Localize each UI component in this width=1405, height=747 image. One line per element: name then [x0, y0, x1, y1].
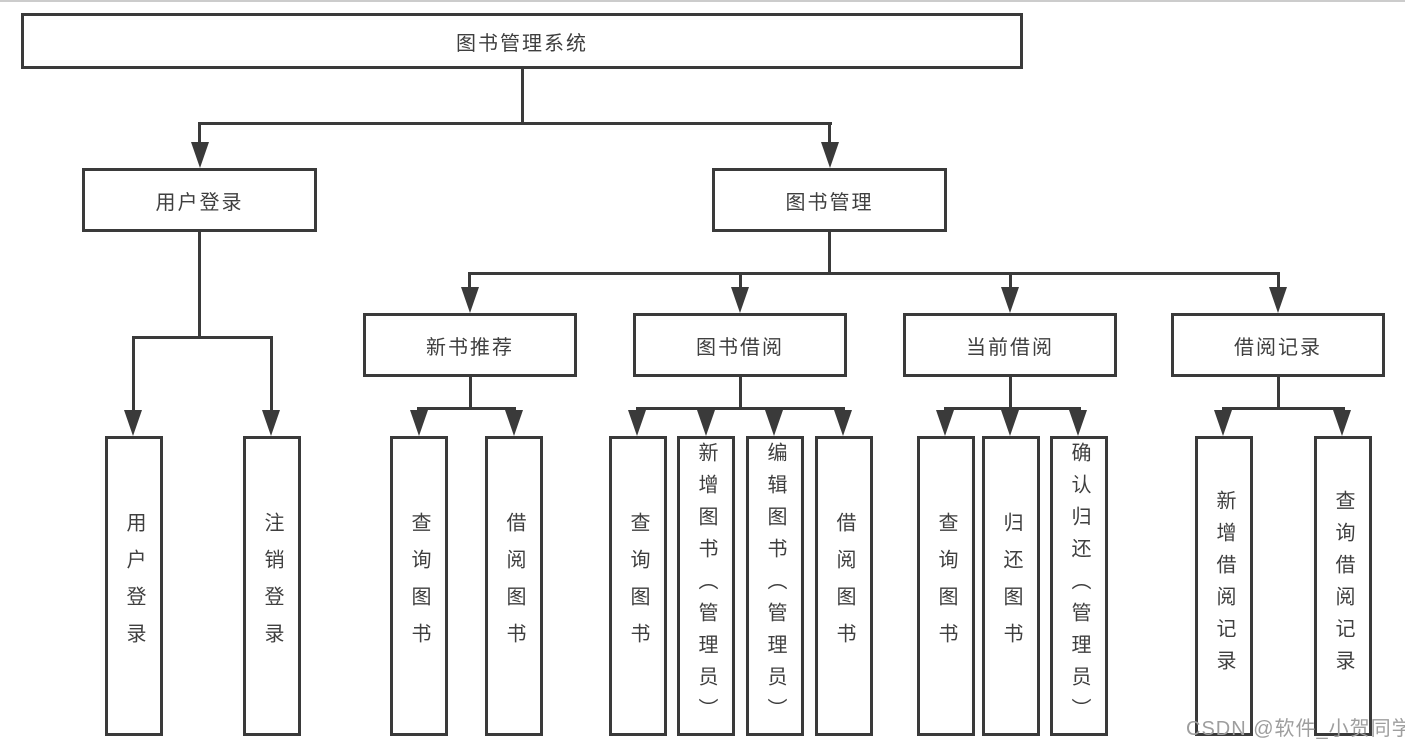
arrow-down-icon: [1001, 410, 1019, 436]
arrow-down-icon: [731, 287, 749, 313]
node-book-borrowing: 图书借阅: [633, 313, 847, 377]
node-current-borrowing: 当前借阅: [903, 313, 1117, 377]
leaf-user-login-label: 用户登录: [123, 512, 145, 660]
connector-bookmgmt-drop-4: [1277, 272, 1280, 290]
leaf-borrow-books-1: 借阅图书: [485, 436, 543, 736]
connector-bookmgmt-drop-2: [739, 272, 742, 290]
arrow-down-icon: [1333, 410, 1351, 436]
leaf-borrow-books-1-label: 借阅图书: [503, 512, 525, 660]
arrow-down-icon: [1001, 287, 1019, 313]
leaf-return-books-label: 归还图书: [1000, 512, 1022, 660]
leaf-query-books-2: 查询图书: [609, 436, 667, 736]
node-user-login: 用户登录: [82, 168, 317, 232]
node-new-book-recommend: 新书推荐: [363, 313, 577, 377]
arrow-down-icon: [191, 142, 209, 168]
leaf-edit-books-admin-label: 编辑图书（管理员）: [764, 442, 786, 730]
node-book-management-label: 图书管理: [785, 191, 874, 214]
leaf-confirm-return-admin-label: 确认归还（管理员）: [1068, 442, 1090, 730]
node-borrowing-records-label: 借阅记录: [1234, 336, 1322, 359]
leaf-borrow-books-2: 借阅图书: [815, 436, 873, 736]
connector-userlogin-drop-right: [270, 336, 273, 414]
leaf-query-books-1: 查询图书: [390, 436, 448, 736]
node-book-management: 图书管理: [712, 168, 947, 232]
leaf-logout: 注销登录: [243, 436, 301, 736]
connector-newbook-stem: [469, 377, 472, 407]
connector-bookmgmt-bar: [469, 272, 1280, 275]
arrow-down-icon: [505, 410, 523, 436]
connector-bookmgmt-stem: [828, 232, 831, 272]
node-user-login-label: 用户登录: [155, 191, 244, 214]
connector-userlogin-stem: [198, 232, 201, 336]
connector-currentborrow-bar: [944, 407, 1081, 410]
connector-newbook-bar: [417, 407, 516, 410]
top-edge-strip: [0, 0, 1405, 2]
arrow-down-icon: [124, 410, 142, 436]
watermark-text: CSDN @软件_小贺同学: [1186, 718, 1405, 740]
connector-root-drop-left: [198, 122, 201, 146]
connector-userlogin-bar: [132, 336, 273, 339]
leaf-edit-books-admin: 编辑图书（管理员）: [746, 436, 804, 736]
arrow-down-icon: [765, 410, 783, 436]
connector-bookmgmt-drop-3: [1009, 272, 1012, 290]
leaf-add-books-admin: 新增图书（管理员）: [677, 436, 735, 736]
arrow-down-icon: [1069, 410, 1087, 436]
arrow-down-icon: [697, 410, 715, 436]
connector-root-bar: [199, 122, 832, 125]
connector-records-stem: [1277, 377, 1280, 407]
leaf-query-borrow-record-label: 查询借阅记录: [1332, 490, 1354, 682]
connector-bookmgmt-drop-1: [468, 272, 471, 290]
connector-root-stem: [521, 68, 524, 122]
leaf-confirm-return-admin: 确认归还（管理员）: [1050, 436, 1108, 736]
leaf-query-books-2-label: 查询图书: [627, 512, 649, 660]
arrow-down-icon: [821, 142, 839, 168]
connector-bookborrow-stem: [739, 377, 742, 407]
leaf-add-books-admin-label: 新增图书（管理员）: [695, 442, 717, 730]
leaf-query-books-3-label: 查询图书: [935, 512, 957, 660]
leaf-add-borrow-record: 新增借阅记录: [1195, 436, 1253, 736]
connector-currentborrow-stem: [1009, 377, 1012, 407]
leaf-borrow-books-2-label: 借阅图书: [833, 512, 855, 660]
connector-root-drop-right: [828, 122, 831, 146]
leaf-return-books: 归还图书: [982, 436, 1040, 736]
connector-userlogin-drop-left: [132, 336, 135, 414]
node-borrowing-records: 借阅记录: [1171, 313, 1385, 377]
leaf-query-books-1-label: 查询图书: [408, 512, 430, 660]
arrow-down-icon: [936, 410, 954, 436]
connector-bookborrow-bar: [636, 407, 845, 410]
arrow-down-icon: [410, 410, 428, 436]
arrow-down-icon: [461, 287, 479, 313]
node-library-system-label: 图书管理系统: [456, 32, 588, 55]
leaf-query-borrow-record: 查询借阅记录: [1314, 436, 1372, 736]
arrow-down-icon: [262, 410, 280, 436]
node-book-borrowing-label: 图书借阅: [696, 336, 784, 359]
connector-records-bar: [1222, 407, 1345, 410]
arrow-down-icon: [1214, 410, 1232, 436]
leaf-logout-label: 注销登录: [261, 512, 283, 660]
leaf-user-login: 用户登录: [105, 436, 163, 736]
leaf-add-borrow-record-label: 新增借阅记录: [1213, 490, 1235, 682]
arrow-down-icon: [628, 410, 646, 436]
node-library-system: 图书管理系统: [21, 13, 1023, 69]
arrow-down-icon: [1269, 287, 1287, 313]
leaf-query-books-3: 查询图书: [917, 436, 975, 736]
node-new-book-recommend-label: 新书推荐: [426, 336, 514, 359]
node-current-borrowing-label: 当前借阅: [966, 336, 1054, 359]
arrow-down-icon: [834, 410, 852, 436]
